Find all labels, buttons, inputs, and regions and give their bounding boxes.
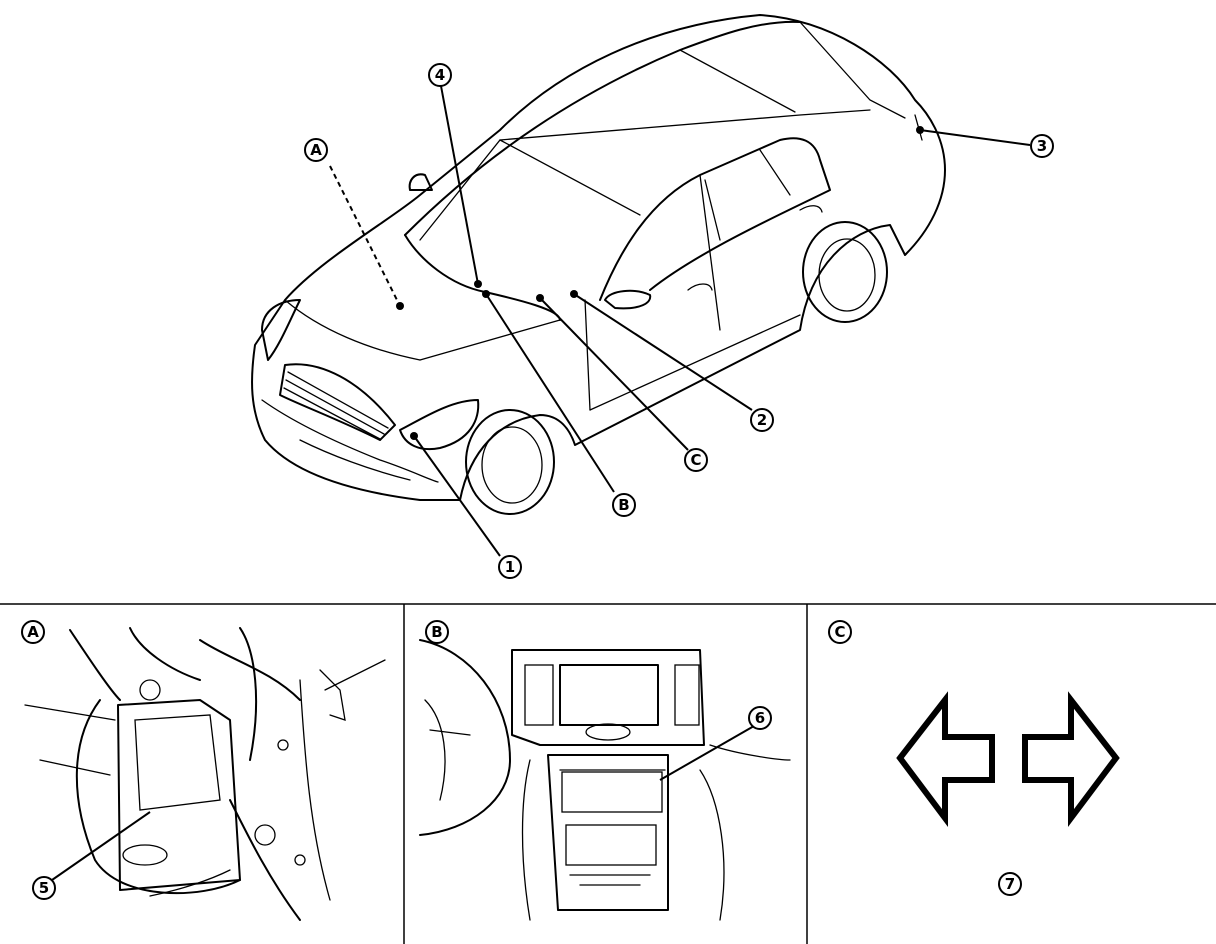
- panel-b-label: B: [425, 620, 449, 644]
- callout-7: 7: [998, 872, 1022, 896]
- svg-text:B: B: [431, 623, 442, 641]
- panel-dividers: [0, 603, 1216, 944]
- svg-text:6: 6: [755, 709, 765, 727]
- panel-c-illustration: [896, 691, 1120, 827]
- car-illustration: [251, 14, 946, 515]
- callout-2: 2: [750, 408, 774, 432]
- callout-5: 5: [32, 876, 56, 900]
- svg-text:1: 1: [505, 558, 515, 576]
- svg-text:5: 5: [39, 879, 49, 897]
- callout-C: C: [684, 448, 708, 472]
- svg-text:A: A: [27, 623, 39, 641]
- svg-text:2: 2: [757, 411, 767, 429]
- panel-b-illustration: [419, 639, 791, 921]
- callout-4: 4: [428, 63, 452, 87]
- callout-B: B: [612, 493, 636, 517]
- svg-text:B: B: [618, 496, 629, 514]
- svg-text:C: C: [834, 623, 845, 641]
- panel-a-label: A: [21, 620, 45, 644]
- leader-lines: [329, 85, 1031, 557]
- callout-6: 6: [748, 706, 772, 730]
- right-arrow-icon: [1022, 691, 1120, 827]
- callout-3: 3: [1030, 134, 1054, 158]
- svg-text:3: 3: [1037, 137, 1047, 155]
- svg-text:C: C: [690, 451, 701, 469]
- callout-A: A: [304, 138, 328, 162]
- panel-a-illustration: [24, 627, 386, 921]
- panel-c-label: C: [828, 620, 852, 644]
- svg-text:A: A: [310, 141, 322, 159]
- left-arrow-icon: [896, 691, 995, 827]
- callout-1: 1: [498, 555, 522, 579]
- svg-text:4: 4: [435, 66, 445, 84]
- svg-text:7: 7: [1005, 875, 1015, 893]
